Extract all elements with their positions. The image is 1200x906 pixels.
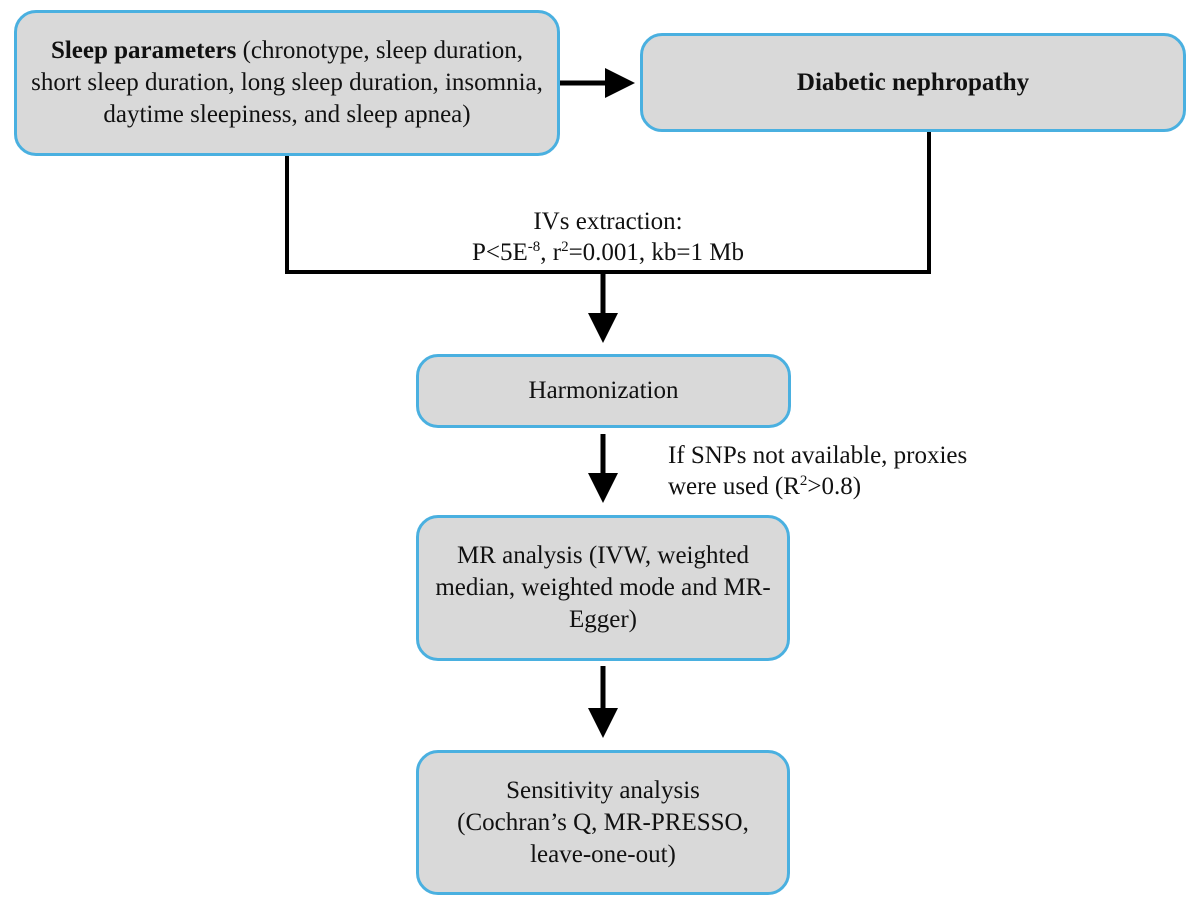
sleep-parameters-detail: (chronotype, sleep duration, short sleep… [31, 37, 543, 128]
sensitivity-analysis-node: Sensitivity analysis (Cochran’s Q, MR-PR… [416, 750, 790, 895]
ivs-extraction-bracket [285, 132, 931, 274]
harmonization-label: Harmonization [528, 377, 679, 404]
mr-analysis-node: MR analysis (IVW, weighted median, weigh… [416, 515, 790, 661]
ivs-extraction-criteria: P<5E-8, r2=0.001, kb=1 Mb [471, 239, 745, 266]
harmonization-node: Harmonization [416, 354, 791, 428]
sensitivity-analysis-title: Sensitivity analysis [506, 776, 700, 804]
ivs-extraction-annotation: IVs extraction: P<5E-8, r2=0.001, kb=1 M… [287, 206, 929, 268]
sleep-parameters-title: Sleep parameters [50, 37, 237, 64]
proxies-line-1: If SNPs not available, proxies [668, 442, 968, 469]
diabetic-nephropathy-title: Diabetic nephropathy [796, 68, 1030, 96]
sleep-parameters-node: Sleep parameters (chronotype, sleep dura… [14, 10, 560, 156]
ivs-extraction-heading: IVs extraction: [533, 208, 683, 235]
proxies-line-2: were used (R2>0.8) [668, 473, 862, 500]
mr-analysis-label: MR analysis (IVW, weighted median, weigh… [435, 542, 771, 633]
proxies-annotation: If SNPs not available, proxies were used… [668, 440, 967, 502]
sensitivity-analysis-methods: (Cochran’s Q, MR-PRESSO, leave-one-out) [457, 808, 749, 868]
diabetic-nephropathy-node: Diabetic nephropathy [640, 33, 1186, 132]
